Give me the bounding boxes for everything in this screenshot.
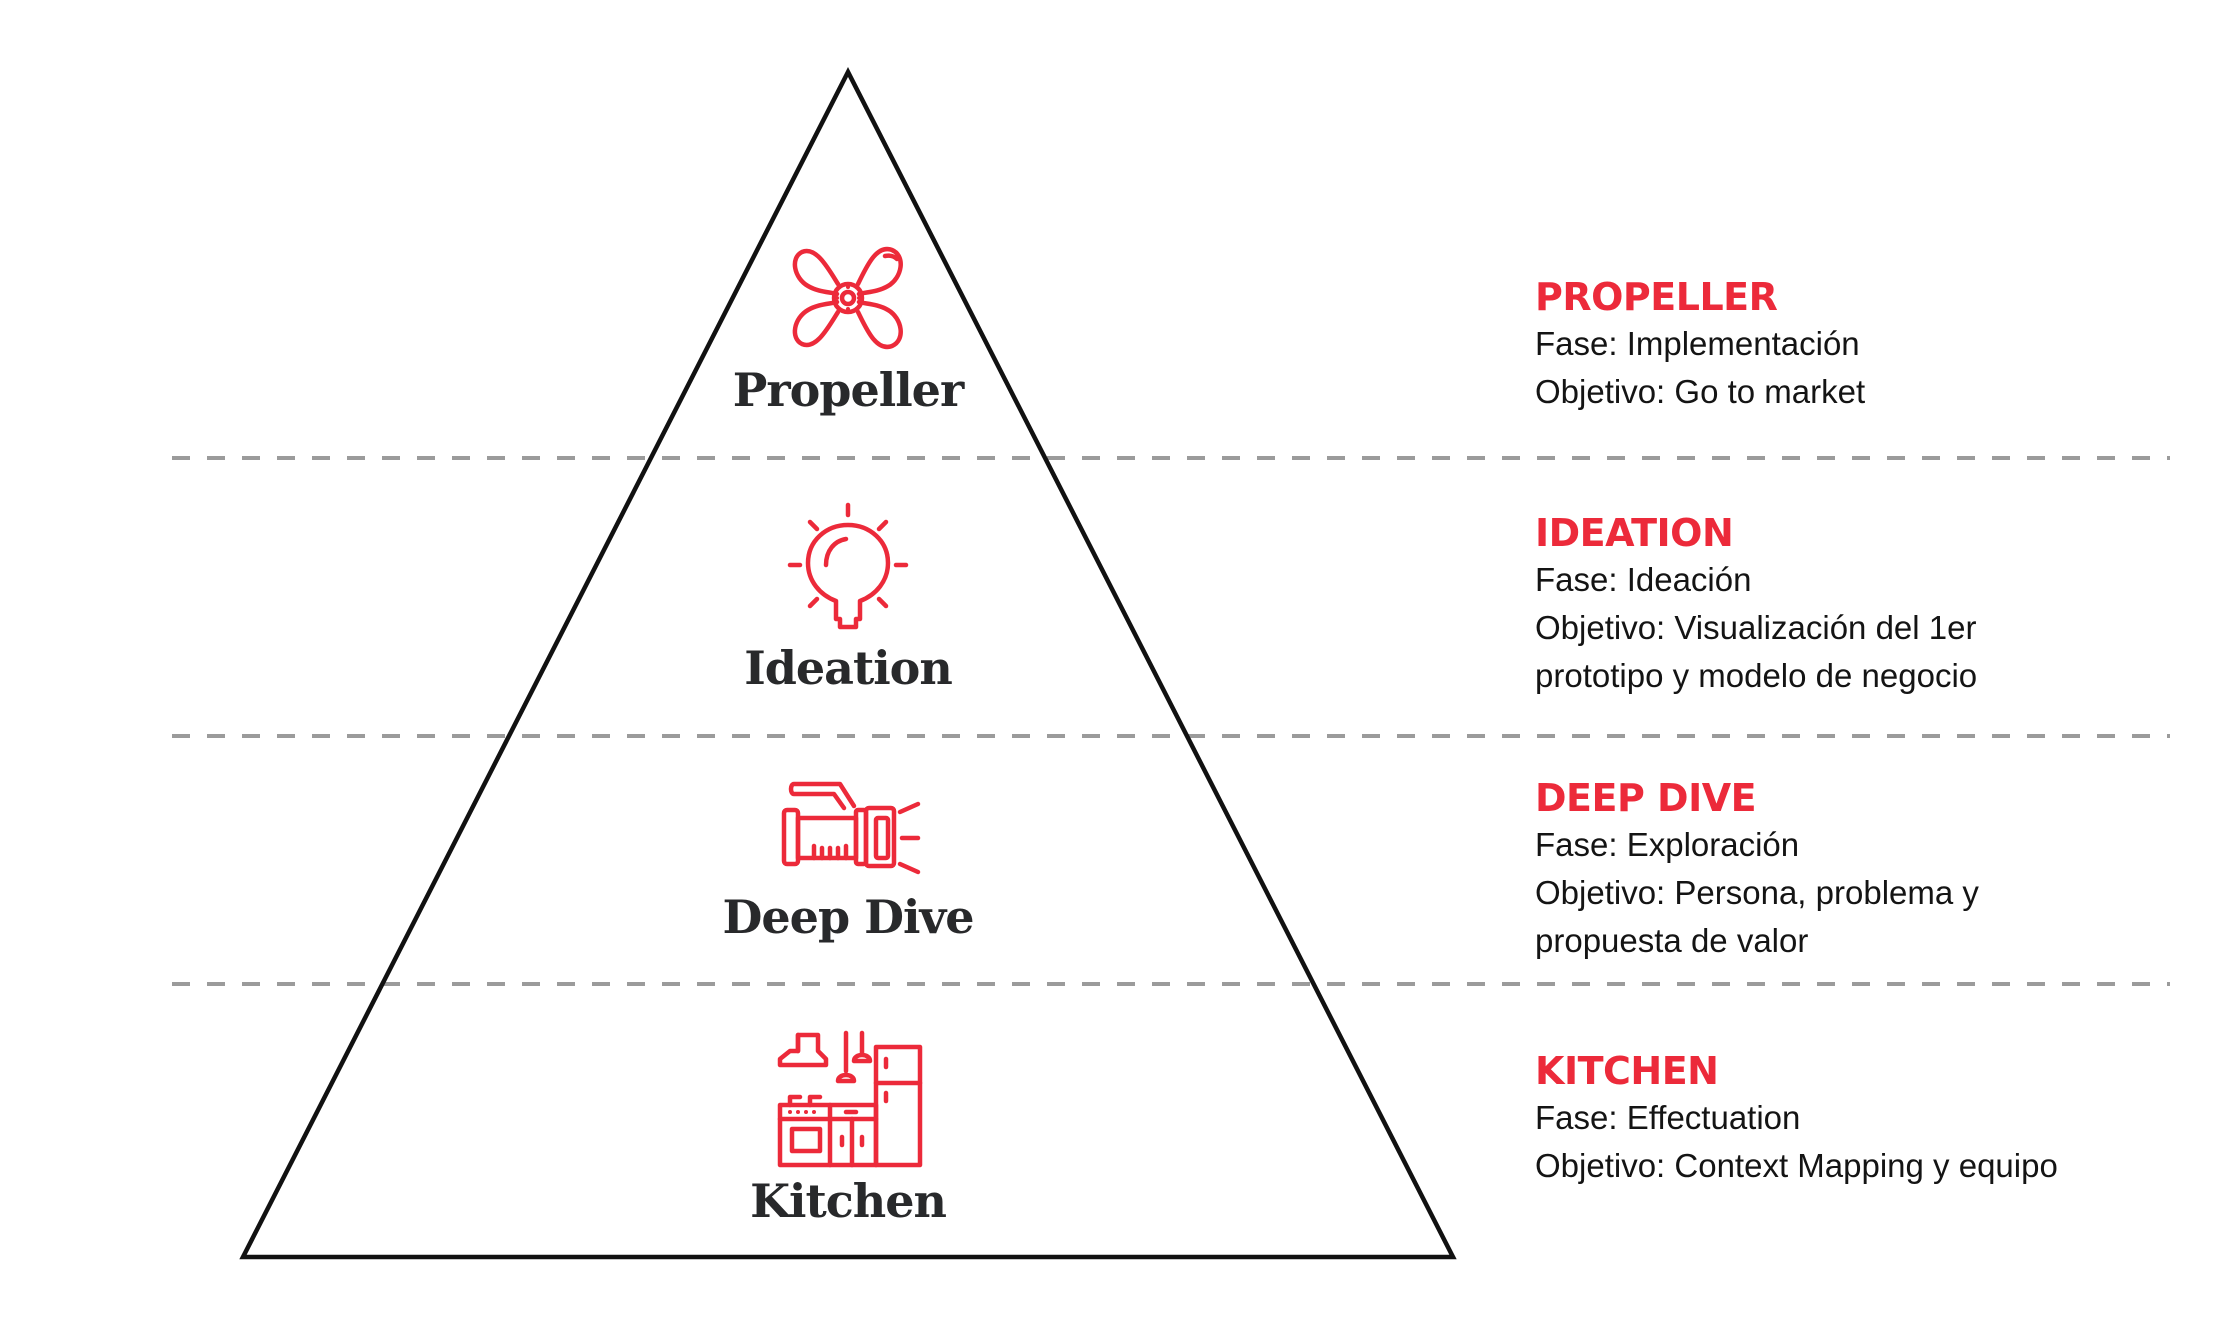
tier-objetivo: Objetivo: Context Mapping y equipo (1535, 1147, 2058, 1184)
tier-title: KITCHEN (1535, 1049, 1719, 1093)
tier-fase: Fase: Exploración (1535, 826, 1800, 863)
kitchen-icon (776, 1031, 926, 1169)
tier-description-propeller: PROPELLER Fase: Implementación Objetivo:… (1535, 274, 2225, 416)
lightbulb-icon (788, 503, 908, 637)
tier-title: IDEATION (1535, 511, 1734, 555)
tier-description-kitchen: KITCHEN Fase: Effectuation Objetivo: Con… (1535, 1048, 2225, 1190)
tier-fase: Fase: Implementación (1535, 325, 1860, 362)
tier-label-deep-dive: Deep Dive (722, 890, 975, 944)
flashlight-icon (780, 778, 920, 878)
tier-objetivo: Objetivo: Go to market (1535, 373, 1866, 410)
tier-objetivo-cont: propuesta de valor (1535, 922, 1809, 959)
tier-title: PROPELLER (1535, 275, 1778, 319)
tier-label-propeller: Propeller (732, 363, 964, 417)
tier-label-ideation: Ideation (744, 641, 953, 695)
divider-line-1 (172, 456, 2170, 460)
tier-objetivo: Objetivo: Visualización del 1er (1535, 609, 1977, 646)
tier-fase: Fase: Effectuation (1535, 1099, 1801, 1136)
tier-label-kitchen: Kitchen (750, 1174, 947, 1228)
divider-line-2 (172, 734, 2170, 738)
tier-objetivo: Objetivo: Persona, problema y (1535, 874, 1979, 911)
divider-line-3 (172, 982, 2170, 986)
tier-description-ideation: IDEATION Fase: Ideación Objetivo: Visual… (1535, 510, 2225, 700)
tier-title: DEEP DIVE (1535, 776, 1757, 820)
tier-objetivo-cont: prototipo y modelo de negocio (1535, 657, 1978, 694)
tier-fase: Fase: Ideación (1535, 561, 1752, 598)
propeller-icon (788, 238, 908, 358)
tier-description-deep-dive: DEEP DIVE Fase: Exploración Objetivo: Pe… (1535, 775, 2225, 965)
